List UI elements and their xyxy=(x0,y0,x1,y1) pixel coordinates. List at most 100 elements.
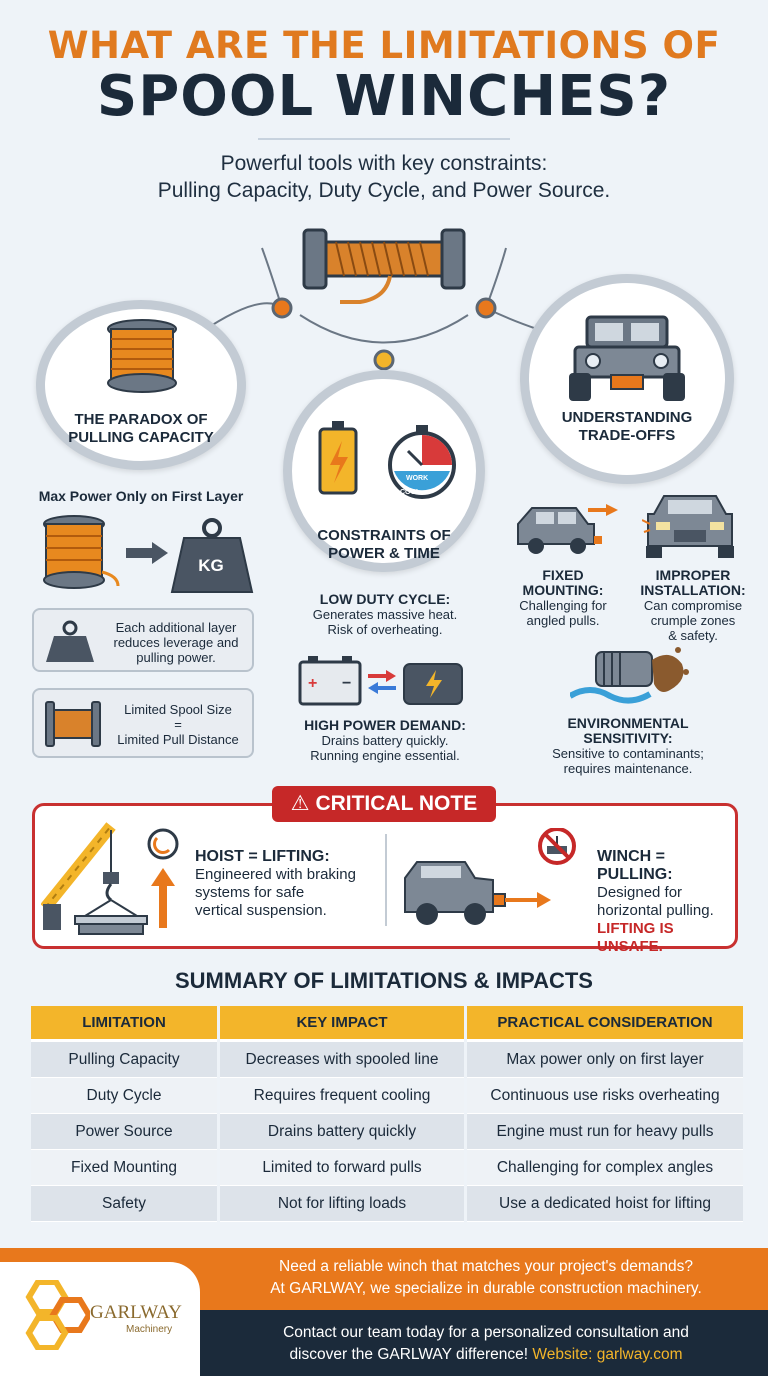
env-title1: ENVIRONMENTAL xyxy=(567,715,689,731)
subtitle-line-1: Powerful tools with key constraints: xyxy=(220,152,548,175)
winch-line2: horizontal pulling. xyxy=(597,902,714,919)
layer-note-line2: reduces leverage and xyxy=(113,635,239,650)
svg-text:+: + xyxy=(308,675,317,692)
damaged-truck-icon xyxy=(642,495,734,558)
constraints-heading-line1: CONSTRAINTS OF xyxy=(317,527,451,544)
connector-dot-left xyxy=(271,297,293,319)
spool-winch-icon xyxy=(302,228,466,304)
fixed-mounting-title2: MOUNTING: xyxy=(522,582,604,598)
paradox-circle: THE PARADOX OF PULLING CAPACITY xyxy=(36,300,246,470)
winch-block: WINCH = PULLING: Designed for horizontal… xyxy=(597,848,737,956)
table-cell: Duty Cycle xyxy=(31,1078,217,1114)
connector-dot-right xyxy=(475,297,497,319)
garlway-logo-icon xyxy=(25,1280,90,1350)
battery-gauge-icon xyxy=(318,421,456,499)
table-cell: Drains battery quickly xyxy=(220,1114,464,1150)
paradox-heading-line1: THE PARADOX OF xyxy=(74,411,208,428)
table-cell: Continuous use risks overheating xyxy=(467,1078,743,1114)
suv-arrow-icon xyxy=(517,504,618,554)
cable-spool-icon xyxy=(107,319,177,393)
winch-line1: Designed for xyxy=(597,884,683,901)
table-row: Duty Cycle Requires frequent cooling Con… xyxy=(31,1078,743,1114)
layer-note-text: Each additional layer reduces leverage a… xyxy=(100,620,252,665)
hoist-line3: vertical suspension. xyxy=(195,902,327,919)
winch-title: WINCH = PULLING: xyxy=(597,848,673,883)
title-line-1: WHAT ARE THE LIMITATIONS OF xyxy=(47,24,721,67)
footer-contact-line2: discover the GARLWAY difference! xyxy=(289,1346,529,1363)
duty-cycle-line2: Risk of overheating. xyxy=(327,622,443,637)
crane-hoist-icon xyxy=(41,822,179,935)
table-cell: Requires frequent cooling xyxy=(220,1078,464,1114)
table-cell: Power Source xyxy=(31,1114,217,1150)
table-row: Pulling Capacity Decreases with spooled … xyxy=(31,1042,743,1078)
footer-contact-text: Contact our team today for a personalize… xyxy=(214,1322,758,1366)
header-practical-consideration: PRACTICAL CONSIDERATION xyxy=(467,1006,743,1042)
critical-note-panel: HOIST = LIFTING: Engineered with braking… xyxy=(32,803,738,955)
constraints-circle: WORK COOL CONSTRAINTS OF POWER & TIME xyxy=(283,370,485,572)
tradeoffs-circle: UNDERSTANDING TRADE-OFFS xyxy=(520,274,734,484)
logo-subtitle: Machinery xyxy=(126,1324,173,1335)
jeep-icon xyxy=(569,315,685,401)
spool-to-weight-icon xyxy=(43,515,254,593)
duty-cycle-title: LOW DUTY CYCLE: xyxy=(319,591,451,607)
footer-cta-text: Need a reliable winch that matches your … xyxy=(214,1256,758,1300)
table-row: Fixed Mounting Limited to forward pulls … xyxy=(31,1150,743,1186)
table-cell: Decreases with spooled line xyxy=(220,1042,464,1078)
table-cell: Engine must run for heavy pulls xyxy=(467,1114,743,1150)
layer-note-line3: pulling power. xyxy=(136,650,216,665)
winch-warning: LIFTING IS UNSAFE. xyxy=(597,920,674,955)
constraints-heading-line2: POWER & TIME xyxy=(328,545,440,562)
paradox-caption: Max Power Only on First Layer xyxy=(38,488,244,504)
hoist-line2: systems for safe xyxy=(195,884,305,901)
table-cell: Not for lifting loads xyxy=(220,1186,464,1222)
spool-note-line1: Limited Spool Size xyxy=(124,702,232,717)
spool-note-line3: Limited Pull Distance xyxy=(117,732,239,747)
improper-line3: & safety. xyxy=(668,628,718,643)
constraints-heading: CONSTRAINTS OF POWER & TIME xyxy=(292,527,476,563)
logo-name: GARLWAY xyxy=(90,1302,182,1323)
spool-note-text: Limited Spool Size = Limited Pull Distan… xyxy=(104,702,252,747)
winch-truck-icon xyxy=(404,828,576,925)
power-demand-line2: Running engine essential. xyxy=(310,748,460,763)
subtitle: Powerful tools with key constraints: Pul… xyxy=(0,150,768,204)
battery-engine-icon: + − xyxy=(298,656,463,706)
footer-contact-line1: Contact our team today for a personalize… xyxy=(283,1324,689,1341)
improper-title2: INSTALLATION: xyxy=(640,582,746,598)
table-cell: Fixed Mounting xyxy=(31,1150,217,1186)
logo-panel[interactable]: GARLWAY Machinery xyxy=(0,1262,200,1376)
critical-note-label: CRITICAL NOTE xyxy=(315,792,478,815)
spool-note-line2: = xyxy=(174,717,182,732)
power-demand-block: HIGH POWER DEMAND: Drains battery quickl… xyxy=(280,717,490,764)
power-demand-line1: Drains battery quickly. xyxy=(321,733,449,748)
website-link[interactable]: Website: garlway.com xyxy=(532,1346,683,1363)
tradeoffs-heading: UNDERSTANDING TRADE-OFFS xyxy=(529,409,725,445)
duty-cycle-block: LOW DUTY CYCLE: Generates massive heat. … xyxy=(280,591,490,638)
connector-lines xyxy=(189,247,541,371)
table-cell: Challenging for complex angles xyxy=(467,1150,743,1186)
table-cell: Limited to forward pulls xyxy=(220,1150,464,1186)
layer-note-line1: Each additional layer xyxy=(115,620,237,635)
warning-icon: ⚠ xyxy=(290,792,310,815)
table-cell: Use a dedicated hoist for lifting xyxy=(467,1186,743,1222)
gauge-work-label: WORK xyxy=(406,475,429,482)
environmental-block: ENVIRONMENTAL SENSITIVITY: Sensitive to … xyxy=(528,715,728,777)
weight-label: KG xyxy=(198,556,224,575)
small-spool-icon xyxy=(45,701,101,747)
fixed-mounting-line2: angled pulls. xyxy=(526,613,600,628)
improper-line1: Can compromise xyxy=(643,598,743,613)
hoist-title: HOIST = LIFTING: xyxy=(195,848,330,865)
title-line-2: SPOOL WINCHES? xyxy=(96,64,672,129)
table-row: Power Source Drains battery quickly Engi… xyxy=(31,1114,743,1150)
tradeoffs-heading-line2: TRADE-OFFS xyxy=(578,427,676,444)
footer-cta-line2: At GARLWAY, we specialize in durable con… xyxy=(270,1280,702,1297)
power-demand-title: HIGH POWER DEMAND: xyxy=(304,717,466,733)
hoist-block: HOIST = LIFTING: Engineered with braking… xyxy=(195,848,391,920)
hoist-line1: Engineered with braking xyxy=(195,866,356,883)
wet-motor-icon xyxy=(570,647,689,704)
improper-installation-block: IMPROPER INSTALLATION: Can compromise cr… xyxy=(628,567,758,644)
improper-title1: IMPROPER xyxy=(655,567,731,583)
header-limitation: LIMITATION xyxy=(31,1006,217,1042)
footer-cta-line1: Need a reliable winch that matches your … xyxy=(279,1258,693,1275)
subtitle-line-2: Pulling Capacity, Duty Cycle, and Power … xyxy=(157,179,611,202)
summary-title: SUMMARY OF LIMITATIONS & IMPACTS xyxy=(175,968,593,993)
